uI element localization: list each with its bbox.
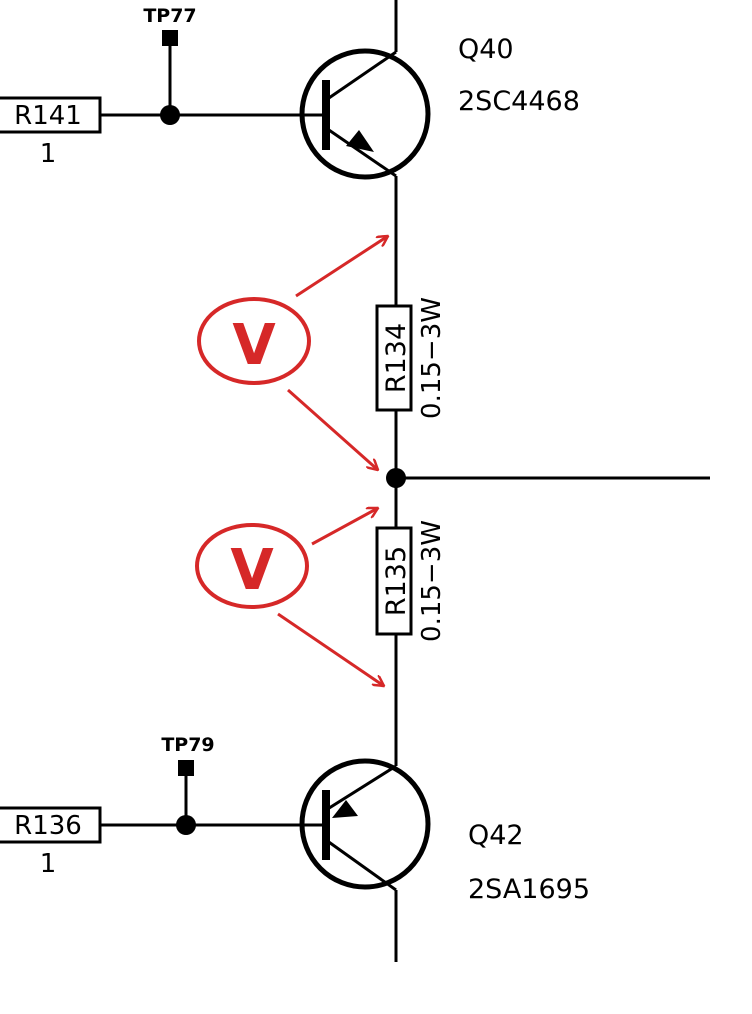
annotation-arrow-icon <box>295 236 388 298</box>
r136-ref-label: R136 <box>14 811 82 841</box>
tp77-label: TP77 <box>143 5 196 27</box>
voltage-marker-ellipse <box>195 523 309 609</box>
q40-emitter-arrow-icon <box>346 130 374 152</box>
output-junction-dot <box>386 468 406 488</box>
q42-emitter-arrow-icon <box>332 800 358 818</box>
r141-value-label: 1 <box>40 139 57 169</box>
r136-value-label: 1 <box>40 849 57 879</box>
voltage-marker-label: V <box>232 313 276 378</box>
voltage-annotation-lower: V <box>195 506 384 686</box>
q40-ref-label: Q40 <box>458 34 514 65</box>
transistor-q42: Q42 2SA1695 <box>299 758 590 905</box>
resistor-r136-group: R136 1 TP79 <box>0 734 326 879</box>
r135-ref-label: R135 <box>381 546 412 616</box>
q42-ref-label: Q42 <box>468 820 524 851</box>
q42-collector-lead <box>325 838 397 892</box>
voltage-annotation-upper: V <box>197 236 388 470</box>
r135-body <box>375 526 413 636</box>
q40-part-label: 2SC4468 <box>458 86 580 117</box>
wiring <box>386 0 710 962</box>
q40-emitter-lead <box>325 126 397 178</box>
q40-collector-lead <box>325 50 397 102</box>
voltage-marker-label: V <box>230 538 274 603</box>
r135-value-label: 0.15−3W <box>417 520 447 642</box>
resistor-r135-group: R135 0.15−3W <box>375 520 447 642</box>
tp79-label: TP79 <box>161 734 214 756</box>
resistor-r134-group: R134 0.15−3W <box>375 297 447 419</box>
voltage-marker-ellipse <box>197 297 311 385</box>
r134-ref-label: R134 <box>381 323 412 393</box>
r136-body <box>0 806 102 844</box>
q42-emitter-lead <box>325 764 397 812</box>
transistor-q40: Q40 2SC4468 <box>299 34 580 180</box>
r141-ref-label: R141 <box>14 101 82 131</box>
annotation-arrow-icon <box>287 388 378 470</box>
q42-part-label: 2SA1695 <box>468 874 590 905</box>
r134-body <box>375 304 413 412</box>
annotation-arrow-icon <box>311 506 378 546</box>
annotation-arrow-icon <box>277 612 384 686</box>
resistor-r141-group: R141 1 TP77 <box>0 5 326 169</box>
tp79-pad-icon <box>178 760 194 776</box>
tp77-pad-icon <box>162 30 178 46</box>
r134-value-label: 0.15−3W <box>417 297 447 419</box>
